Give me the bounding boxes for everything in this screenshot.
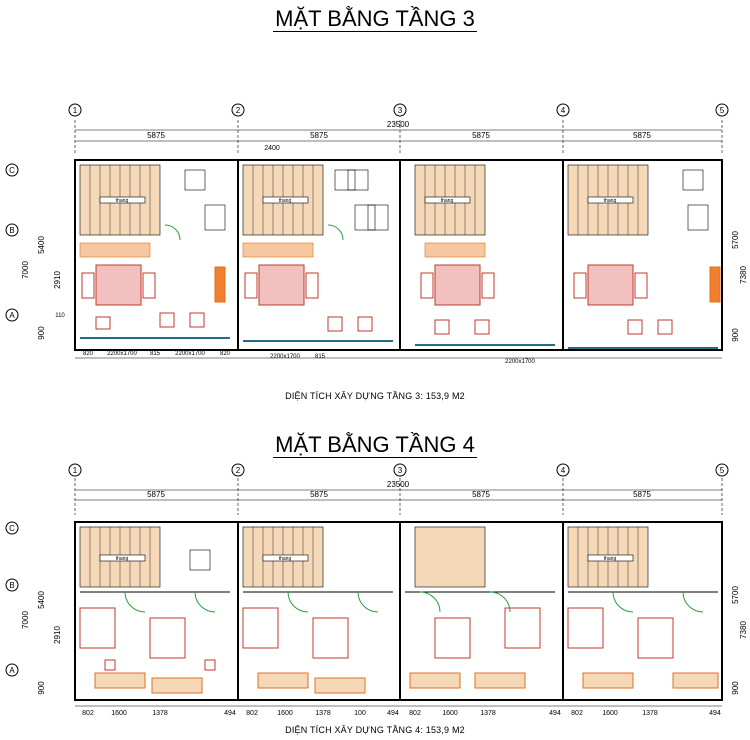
floor4-axis-label-5: 5	[720, 466, 725, 475]
floor3-plan: 1 2 3 4 5 23500 5875 5875 5875 5875 2400…	[5, 103, 748, 365]
floor4-stair-label-1: thang	[116, 556, 129, 562]
axis-letter-c: C	[9, 166, 15, 175]
floor4-title: MẶT BẰNG TẦNG 4	[273, 432, 477, 458]
floor4-axis-letter-c: C	[9, 524, 15, 533]
floor4-axis-letter-b: B	[9, 581, 14, 590]
floor3-room-dim-1: 2200x1700	[107, 351, 137, 357]
floor3-left-dim-1: 5400	[37, 236, 46, 254]
floor4-axis-bubbles: 1 2 3 4 5	[68, 463, 729, 477]
floor4-bottom-dim-3: 1378	[152, 710, 168, 717]
floor4-axis-label-4: 4	[561, 466, 566, 475]
floor3-title: MẶT BẰNG TẦNG 3	[273, 6, 477, 32]
floor3-bay-dim-1: 5875	[147, 131, 165, 140]
floor3-stair-label-4: thang	[604, 198, 617, 204]
floor3-unit-3: thang	[334, 164, 555, 346]
floor4-left-outer-dim: 7000	[21, 611, 30, 629]
floor4-right-dim-2: 7380	[739, 621, 748, 639]
floor4-bottom-dim-15: 1600	[602, 710, 618, 717]
floor4-total-dim: 23500	[387, 480, 410, 489]
floor3-bottom-dim-2: 815	[150, 351, 161, 357]
floor4-bottom-dim-5: 802	[246, 710, 258, 717]
floor4-bottom-dim-9: 494	[387, 710, 399, 717]
floor3-unit-1: thang	[79, 164, 230, 339]
floor3-axis-letters: C B A	[5, 163, 19, 322]
floor4-bottom-dim-8: 100	[354, 710, 366, 717]
floor3-left-outer-dim: 7000	[21, 261, 30, 279]
floor4-unit-2: thang	[242, 526, 393, 694]
floor4-bottom-dim-17: 494	[709, 710, 721, 717]
floor3-walls	[74, 159, 723, 351]
floor4-bottom-dim-6: 1600	[277, 710, 293, 717]
floor4-stair-label-4: thang	[604, 556, 617, 562]
floor3-stair-label-1: thang	[116, 198, 129, 204]
floor4-axis-letter-a: A	[9, 666, 15, 675]
floor3-dimensions	[74, 120, 723, 155]
floor4-bay-dim-1: 5875	[147, 490, 165, 499]
floor3-unit-4: thang	[567, 164, 721, 349]
floor3-total-dim: 23500	[387, 120, 410, 129]
floor3-stair-label-2: thang	[279, 198, 292, 204]
floor4-bottom-dim-2: 1600	[111, 710, 127, 717]
floor3-left-dim-3: 900	[37, 326, 46, 340]
floor3-bottom-dim-3: 820	[220, 351, 231, 357]
floor4-stair-label-2: thang	[279, 556, 292, 562]
floor3-inner-dim: 2400	[264, 145, 280, 152]
floor4-bottom-dim-1: 802	[82, 710, 94, 717]
floor4-area-caption: DIỆN TÍCH XÂY DỰNG TẦNG 4: 153,9 M2	[285, 725, 465, 735]
floor4-right-dim-1: 5700	[731, 586, 740, 604]
floor4-axis-label-2: 2	[236, 466, 241, 475]
floor4-left-dim-2: 2910	[53, 626, 62, 644]
floor4-bottom-dim-4: 494	[224, 710, 236, 717]
floor3-unit-2: thang	[242, 164, 393, 342]
floor4-walls	[74, 521, 723, 701]
floor3-area-caption: DIỆN TÍCH XÂY DỰNG TẦNG 3: 153,9 M2	[285, 391, 465, 401]
floor3-bay-dim-4: 5875	[633, 131, 651, 140]
floor4-axis-label-1: 1	[73, 466, 78, 475]
floor4-right-dim-3: 900	[731, 681, 740, 695]
floor4-dimensions	[74, 478, 723, 515]
floor3-bottom-dim-4: 815	[315, 354, 326, 360]
floor4-bottom-dim-12: 1378	[480, 710, 496, 717]
floor3-room-dim-2: 2200x1700	[175, 351, 205, 357]
axis-letter-a: A	[9, 311, 15, 320]
floor3-stair-label-3: thang	[441, 198, 454, 204]
floor3-right-dim-2: 7380	[739, 266, 748, 284]
floor3-axis-bubbles: 1 2 3 4 5	[68, 103, 729, 117]
floor4-bay-dim-4: 5875	[633, 490, 651, 499]
floor4-unit-3	[405, 526, 555, 689]
floor4-bay-dim-2: 5875	[310, 490, 328, 499]
axis-letter-b: B	[9, 226, 14, 235]
floor3-right-dim-3: 900	[731, 328, 740, 342]
floor4-bottom-dim-13: 494	[549, 710, 561, 717]
floor3-right-dim-1: 5700	[731, 231, 740, 249]
axis-label-5: 5	[720, 106, 725, 115]
floor4-left-dim-3: 900	[37, 681, 46, 695]
floor4-left-dim-1: 5400	[37, 591, 46, 609]
floor3-room-dim-4: 2200x1700	[505, 359, 535, 365]
floor3-left-dim-2: 2910	[53, 271, 62, 289]
floor3-bottom-dim-1: 820	[83, 351, 94, 357]
axis-label-1: 1	[73, 106, 78, 115]
floor4-bottom-dim-16: 1378	[642, 710, 658, 717]
floor4-unit-1: thang	[79, 526, 230, 694]
floor3-bay-dim-2: 5875	[310, 131, 328, 140]
floor4-bottom-dim-14: 802	[571, 710, 583, 717]
floor3-room-dim-3: 2200x1700	[270, 354, 300, 360]
floor4-bottom-dim-11: 1600	[442, 710, 458, 717]
floor3-bay-dim-3: 5875	[472, 131, 490, 140]
floor4-bottom-dim-10: 802	[409, 710, 421, 717]
axis-label-2: 2	[236, 106, 241, 115]
floor3-bottom-dim-5: 110	[55, 313, 65, 319]
floor4-plan: 1 2 3 4 5 23500 5875 5875 5875 5875 C B …	[5, 463, 748, 717]
floor4-axis-label-3: 3	[398, 466, 403, 475]
axis-label-3: 3	[398, 106, 403, 115]
floor4-bottom-dim-7: 1378	[315, 710, 331, 717]
axis-label-4: 4	[561, 106, 566, 115]
floor4-bottom-dims: 802 1600 1378 494 802 1600 1378 100 494 …	[82, 710, 721, 717]
floor4-axis-letters: C B A	[5, 521, 19, 677]
floor4-unit-4: thang	[567, 526, 719, 689]
floor4-bay-dim-3: 5875	[472, 490, 490, 499]
